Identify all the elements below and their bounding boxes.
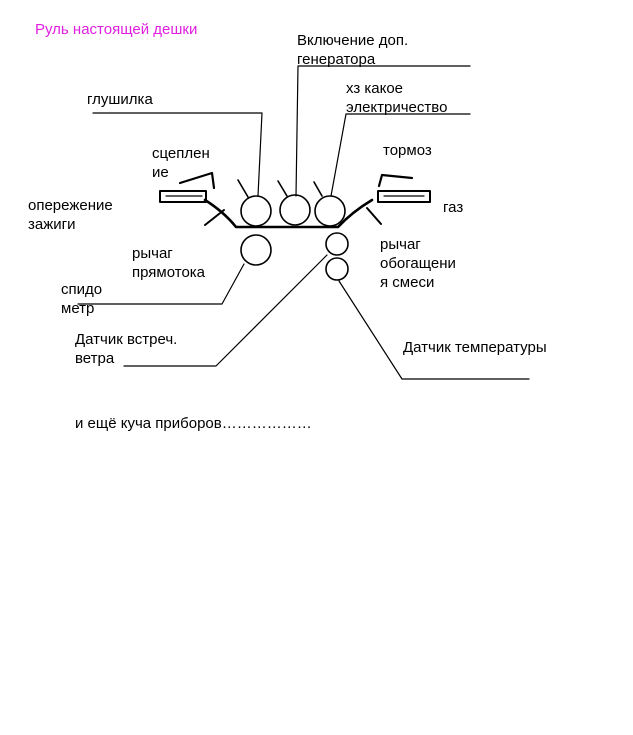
left-grip [159, 190, 207, 203]
diagram-title: Руль настоящей дешки [35, 21, 198, 38]
leader-temp [338, 280, 530, 380]
leader-silencer [92, 112, 263, 197]
label-brake: тормоз [383, 142, 432, 159]
label-enrichment-lever: рычаг обогащени я смеси [380, 236, 456, 291]
gauge-enrichment-2 [325, 257, 349, 281]
label-clutch: сцеплен ие [152, 145, 210, 181]
clutch-lever [178, 171, 216, 190]
leader-generator [295, 65, 471, 197]
label-ignition: опережение зажиги [28, 197, 113, 233]
leader-electricity [330, 113, 471, 197]
leader-speedometer [77, 263, 245, 305]
label-straight-flow-lever: рычаг прямотока [132, 245, 206, 281]
leader-wind [123, 254, 328, 367]
right-grip [377, 190, 431, 203]
label-generator: Включение доп. генератора [297, 32, 409, 68]
gauge-enrichment-1 [325, 232, 349, 256]
knob-electricity [314, 195, 346, 227]
knob-silencer [240, 195, 272, 227]
label-speedometer: спидо метр [61, 281, 103, 317]
brake-lever [377, 173, 414, 188]
gauge-straight-flow [240, 234, 272, 266]
label-more-devices: и ещё куча приборов……………… [75, 415, 312, 432]
handlebar [203, 198, 374, 229]
right-stub [366, 207, 382, 225]
knob-generator [279, 194, 311, 226]
left-stub [204, 209, 225, 226]
knob-generator-stem [277, 180, 288, 197]
knob-electricity-stem [313, 181, 323, 197]
label-silencer: глушилка [87, 91, 153, 108]
label-temp-sensor: Датчик температуры [403, 339, 547, 356]
knob-silencer-stem [237, 179, 249, 198]
label-gas: газ [443, 199, 464, 216]
label-electricity: хз какое электричество [346, 80, 448, 116]
label-wind-sensor: Датчик встреч. ветра [75, 331, 178, 367]
